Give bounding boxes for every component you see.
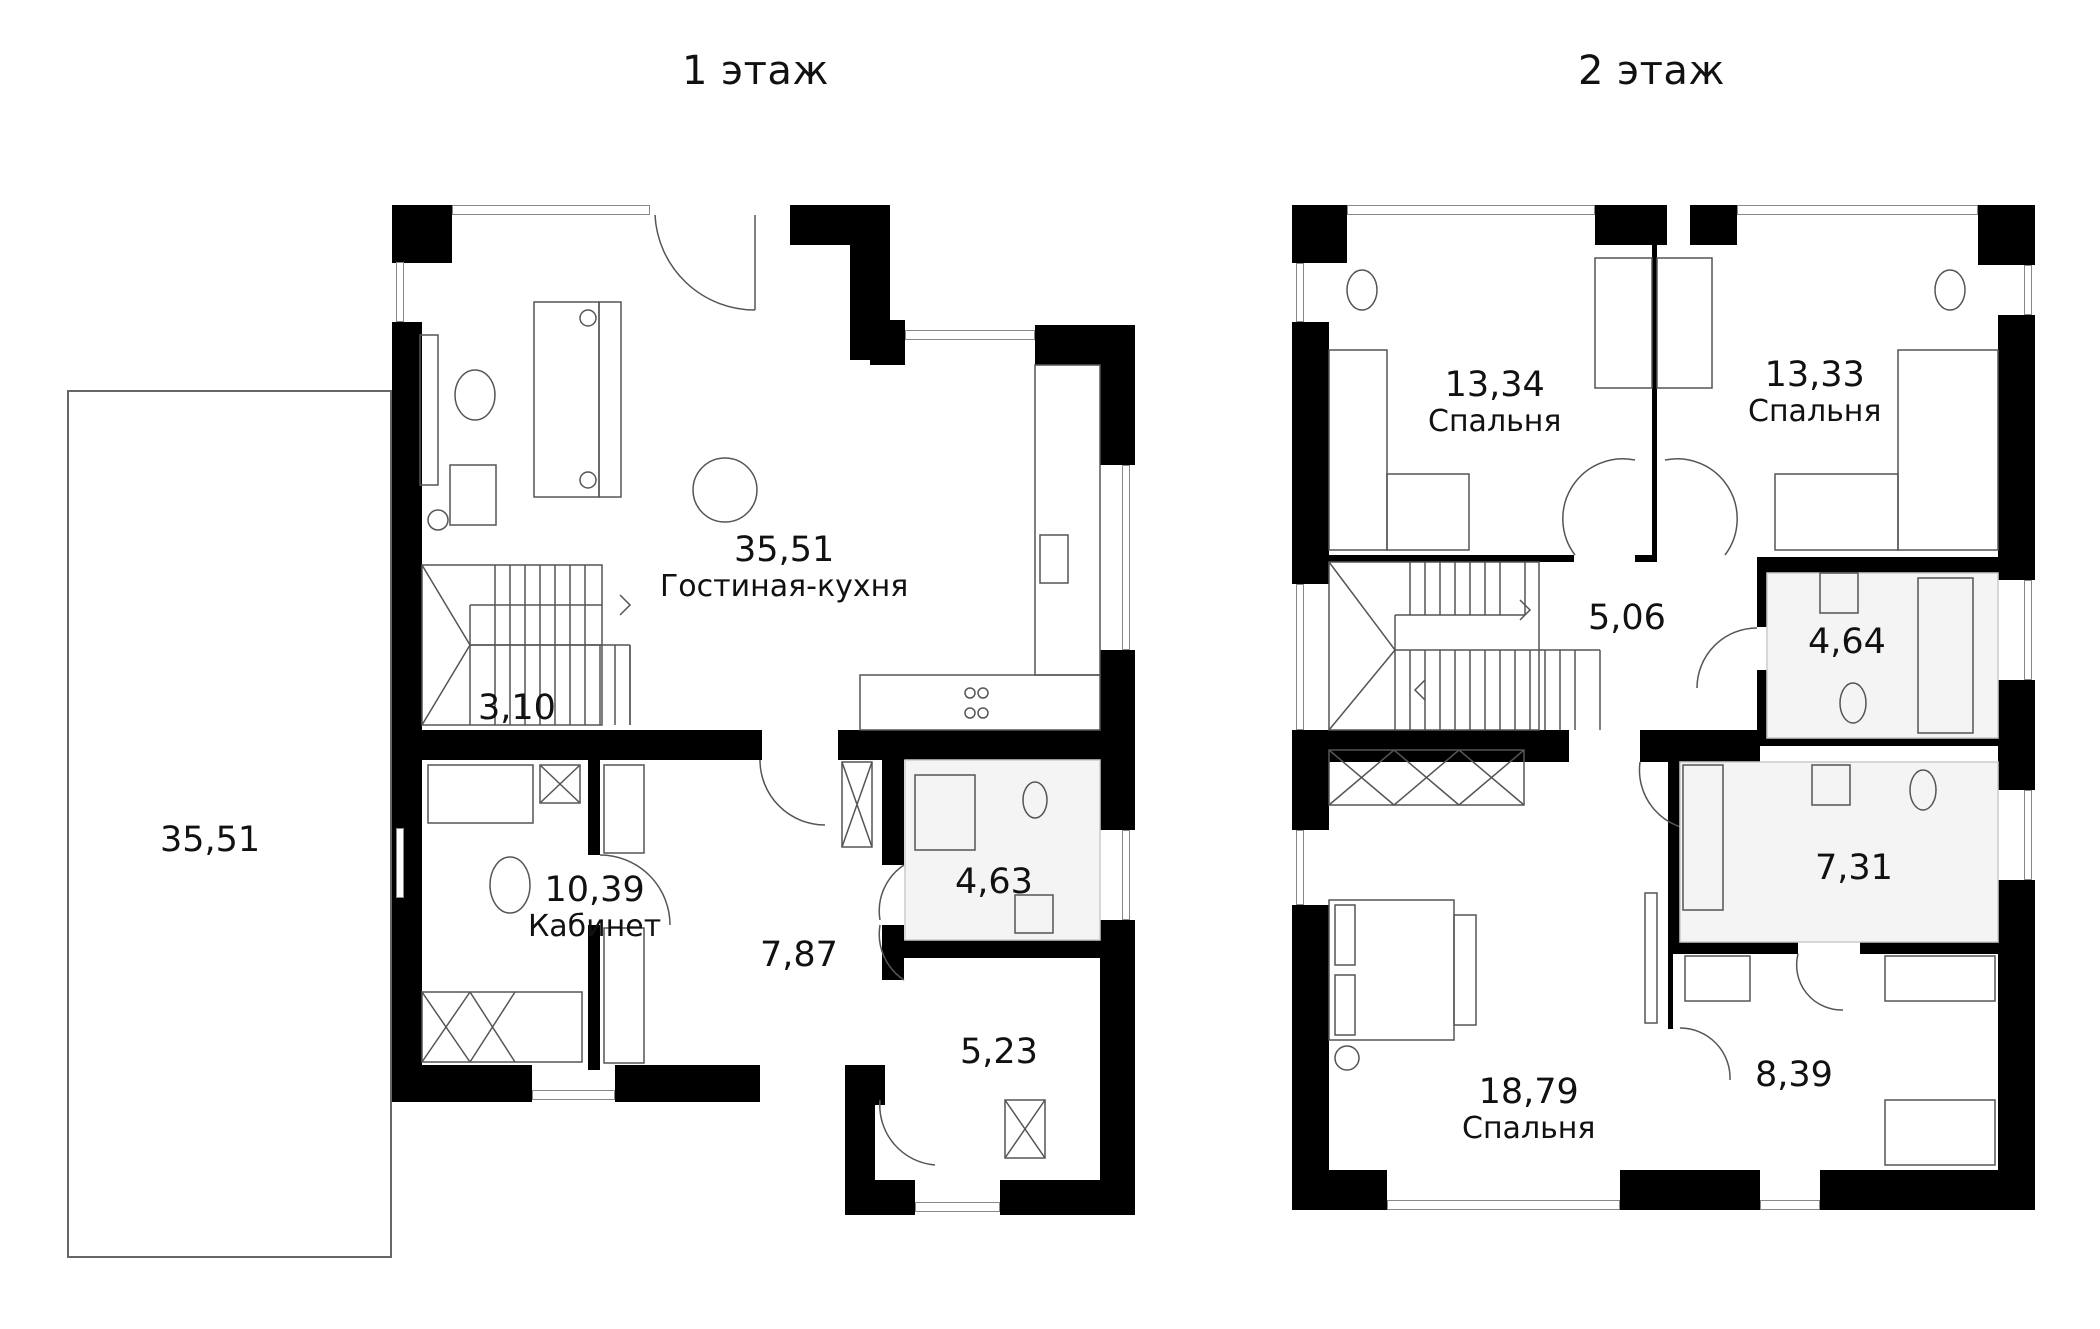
room-bath-area: 4,63 [955,862,1033,902]
wall [422,730,762,760]
wall [1635,555,1657,562]
wall [1757,557,1998,573]
wall [790,205,885,245]
window [1122,465,1130,650]
wall [1757,670,1767,740]
wall [882,940,1132,958]
wall [1292,905,1329,1210]
wall [1760,738,1998,746]
window [396,262,404,322]
wall [1757,557,1767,627]
wall [615,1065,760,1102]
room-area: 10,39 [544,870,645,910]
room-bath-2-area: 7,31 [1815,848,1893,888]
window [2024,580,2032,680]
room-bath-1-area: 4,64 [1808,622,1886,662]
wall [1595,205,1667,245]
room-stairs-area: 3,10 [478,688,556,728]
window [1760,1200,1820,1210]
wall [1292,322,1329,584]
wall [1668,942,1798,954]
room-bedroom-2: 13,33 Спальня [1748,355,1881,430]
window [2024,265,2032,315]
room-area: 13,33 [1764,355,1865,395]
room-area: 13,34 [1444,365,1545,405]
room-utility-area: 5,23 [960,1032,1038,1072]
window [396,828,404,898]
wall [1292,730,1329,830]
window [1122,830,1130,920]
room-name: Спальня [1428,404,1562,440]
wall [1620,1170,1760,1210]
wall [588,925,600,1070]
wall [1640,730,1760,762]
wall [870,320,905,365]
wall [1035,325,1135,365]
wall [1998,880,2035,1210]
wall [1292,205,1329,263]
room-hall-area: 7,87 [760,935,838,975]
wall [1668,762,1680,947]
room-name: Гостиная-кухня [660,569,909,605]
wall [1978,205,2035,265]
window [1347,205,1595,215]
window [1737,205,1978,215]
wall [392,205,432,263]
wall [1329,555,1574,562]
room-master-bedroom: 18,79 Спальня [1462,1072,1595,1147]
wall [1652,245,1657,560]
wall [1690,205,1737,245]
window [1387,1200,1620,1210]
terrace-area: 35,51 [160,820,261,860]
wall [860,1180,915,1215]
wall [1292,1170,1387,1210]
wall [1998,315,2035,580]
wall [588,760,600,855]
room-area: 18,79 [1478,1072,1579,1112]
window [915,1202,1000,1212]
room-bedroom-1: 13,34 Спальня [1428,365,1561,440]
window [452,205,650,215]
room-dressing-area: 8,39 [1755,1055,1833,1095]
room-hall-area: 5,06 [1588,598,1666,638]
room-name: Спальня [1748,394,1882,430]
wall [1100,920,1135,1215]
window [1296,263,1304,322]
wall [882,750,904,865]
wall [1860,942,1998,954]
room-area: 35,51 [734,530,835,570]
wall [1998,680,2035,790]
window [2024,790,2032,880]
room-living-kitchen: 35,51 Гостиная-кухня [660,530,908,605]
floor-2-title: 2 этаж [1578,48,1725,94]
window [1296,584,1304,730]
wall [1668,954,1673,1029]
window [532,1090,615,1100]
window [1296,830,1304,905]
floor-1-title: 1 этаж [682,48,829,94]
wall [392,322,422,1102]
room-office: 10,39 Кабинет [528,870,661,945]
terrace [67,390,392,1258]
room-name: Спальня [1462,1111,1596,1147]
window [905,330,1035,340]
room-name: Кабинет [528,909,662,945]
wall [392,1065,532,1102]
wall [1329,730,1569,762]
